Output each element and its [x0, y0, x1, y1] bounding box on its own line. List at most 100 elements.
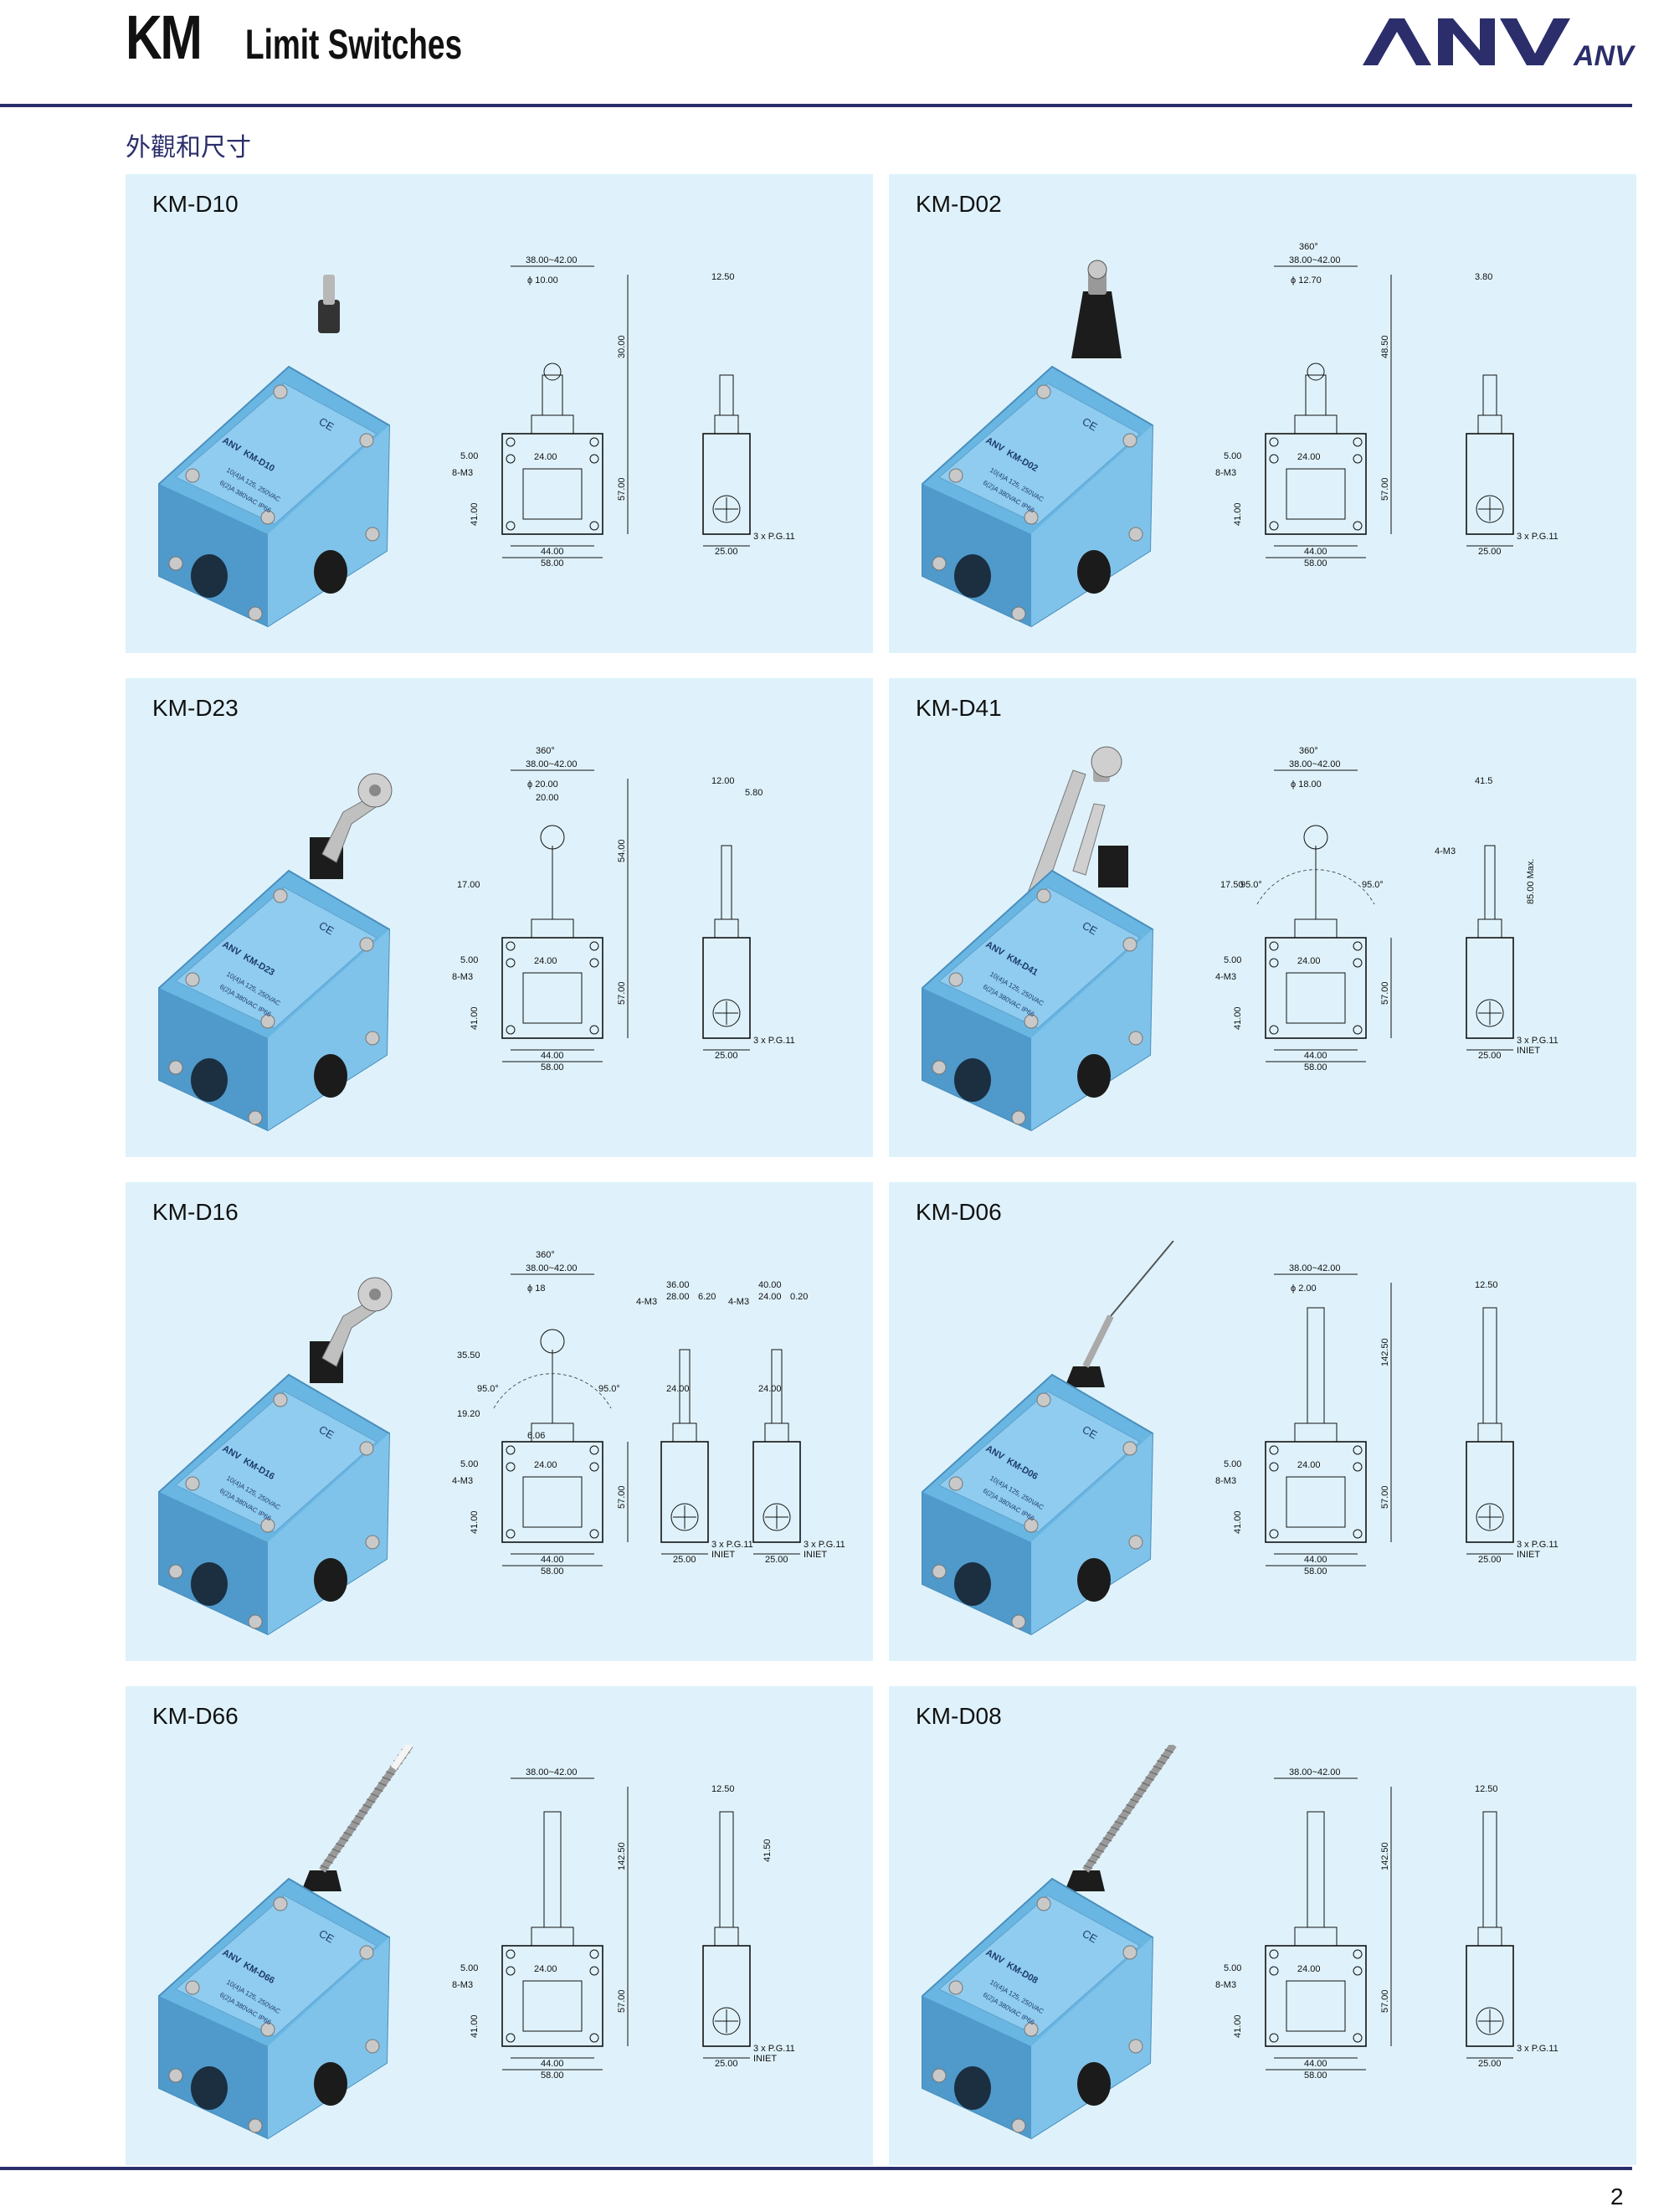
dim-side-upper: 41.50: [763, 1839, 773, 1862]
dim-phi: ϕ 2.00: [1291, 1283, 1317, 1294]
dim-side-max: 85.00 Max.: [1526, 859, 1536, 904]
dim-left-offset: 5.00: [1224, 1963, 1241, 1973]
dim-arm-height: 17.00: [457, 880, 480, 890]
dim-top-width: 38.00~42.00: [1289, 255, 1340, 265]
dim-top-width: 38.00~42.00: [526, 1263, 577, 1273]
dim-top-width: 38.00~42.00: [526, 759, 577, 769]
dim-rotation: 360°: [536, 746, 555, 756]
dim-conduit: 3 x P.G.11: [711, 1540, 753, 1550]
dim-bottom-width-a: 44.00: [541, 1051, 564, 1061]
dim-conduit-note: INIET: [1517, 1550, 1540, 1560]
dim-bottom-width-b: 58.00: [541, 1062, 564, 1073]
dim-side-top: 12.50: [711, 272, 735, 282]
dim-side-width: 25.00: [1478, 2059, 1502, 2069]
dim-side-top: 36.00: [666, 1280, 690, 1290]
dim-main-height: 57.00: [617, 1989, 627, 2013]
dim-rotation: 360°: [1299, 242, 1318, 252]
dim-mount-holes: 8-M3: [1215, 1980, 1236, 1990]
dim-mount-holes: 8-M3: [452, 468, 473, 478]
dim-mount-holes: 8-M3: [1215, 1476, 1236, 1486]
dim-conduit-note: INIET: [753, 2054, 777, 2064]
dim-left-offset: 5.00: [1224, 1459, 1241, 1469]
anv-logo: ANV: [1363, 18, 1636, 69]
dim-bottom-width-b: 58.00: [1304, 2071, 1327, 2081]
dim-inner-width: 24.00: [534, 956, 557, 966]
dim-side-mount: 4-M3: [1435, 846, 1456, 857]
dim-side-mount: 4-M3: [728, 1297, 749, 1307]
model-name: KM-D08: [916, 1703, 1002, 1729]
dim-side-top: 40.00: [758, 1280, 782, 1290]
dimension-drawing: 38.00~42.00ϕ 20.00360°20.0017.005.008-M3…: [452, 746, 795, 1073]
dim-conduit: 3 x P.G.11: [753, 532, 795, 542]
dim-left-offset: 5.00: [460, 955, 478, 965]
dim-conduit-note: INIET: [804, 1550, 827, 1560]
dim-inner-width: 24.00: [534, 1460, 557, 1470]
dim-side-width: 25.00: [715, 2059, 738, 2069]
dim-conduit: 3 x P.G.11: [1517, 1540, 1558, 1550]
model-name: KM-D10: [152, 191, 239, 217]
dim-phi: ϕ 12.70: [1291, 275, 1322, 286]
dim-side-top: 12.00: [711, 776, 735, 786]
dim-main-height: 57.00: [617, 477, 627, 501]
dim-side-inner: 24.00: [758, 1384, 782, 1394]
dim-bottom-width-a: 44.00: [541, 547, 564, 557]
dim-upper-height: 142.50: [1380, 1338, 1390, 1366]
dim-inner-width: 24.00: [534, 1964, 557, 1974]
dim-side-width: 25.00: [673, 1555, 696, 1565]
dim-inner-width: 24.00: [1297, 956, 1321, 966]
dim-side-mount: 4-M3: [636, 1297, 657, 1307]
dim-main-height: 57.00: [1380, 981, 1390, 1005]
dim-side-width: 25.00: [715, 1051, 738, 1061]
dimension-drawing: 38.00~42.00ϕ 18.00360°17.5095.0°95.0°5.0…: [1215, 746, 1558, 1073]
dim-bottom-width-a: 44.00: [1304, 547, 1327, 557]
dim-phi: ϕ 18.00: [1291, 779, 1322, 790]
dim-side-width: 25.00: [1478, 1051, 1502, 1061]
dim-left-height: 41.00: [470, 1510, 480, 1534]
model-name: KM-D41: [916, 695, 1002, 721]
dim-bottom-width-a: 44.00: [1304, 2059, 1327, 2069]
dim-mount-holes: 8-M3: [452, 972, 473, 982]
dim-top-width: 38.00~42.00: [1289, 759, 1340, 769]
dimension-drawing: 38.00~42.00ϕ 10.005.008-M341.0024.0044.0…: [452, 255, 795, 568]
dim-side-top-2: 24.00: [758, 1292, 782, 1302]
dim-angle-right: 95.0°: [598, 1384, 620, 1394]
dim-top-width: 38.00~42.00: [1289, 1767, 1340, 1777]
section-title: 外觀和尺寸: [126, 133, 251, 162]
dim-angle-left: 95.0°: [1240, 880, 1262, 890]
logo-small-text: ANV: [1573, 40, 1636, 69]
dim-side-top: 12.50: [1475, 1784, 1498, 1794]
dim-upper-height: 48.50: [1380, 335, 1390, 358]
dim-bottom-width-b: 58.00: [1304, 1062, 1327, 1073]
dim-conduit: 3 x P.G.11: [804, 1540, 845, 1550]
dim-bottom-width-a: 44.00: [541, 1555, 564, 1565]
header-rule: [0, 104, 1632, 107]
dim-left-height: 41.00: [470, 1006, 480, 1030]
dim-arm-height: 17.50: [1220, 880, 1244, 890]
dim-inner-width: 24.00: [1297, 1460, 1321, 1470]
dim-side-width: 25.00: [765, 1555, 788, 1565]
dim-rotation: 360°: [1299, 746, 1318, 756]
dim-side-top-3: 0.20: [790, 1292, 808, 1302]
dim-mount-holes: 4-M3: [452, 1476, 473, 1486]
dim-phi: ϕ 10.00: [527, 275, 558, 286]
dim-left-offset: 5.00: [460, 1459, 478, 1469]
dim-main-height: 57.00: [617, 981, 627, 1005]
model-name: KM-D66: [152, 1703, 239, 1729]
dim-angle-left: 95.0°: [477, 1384, 499, 1394]
dim-top-width: 38.00~42.00: [526, 255, 577, 265]
dim-bottom-width-b: 58.00: [1304, 558, 1327, 568]
dim-left-offset: 5.00: [460, 1963, 478, 1973]
model-name: KM-D02: [916, 191, 1002, 217]
dim-height-a: 35.50: [457, 1350, 480, 1361]
